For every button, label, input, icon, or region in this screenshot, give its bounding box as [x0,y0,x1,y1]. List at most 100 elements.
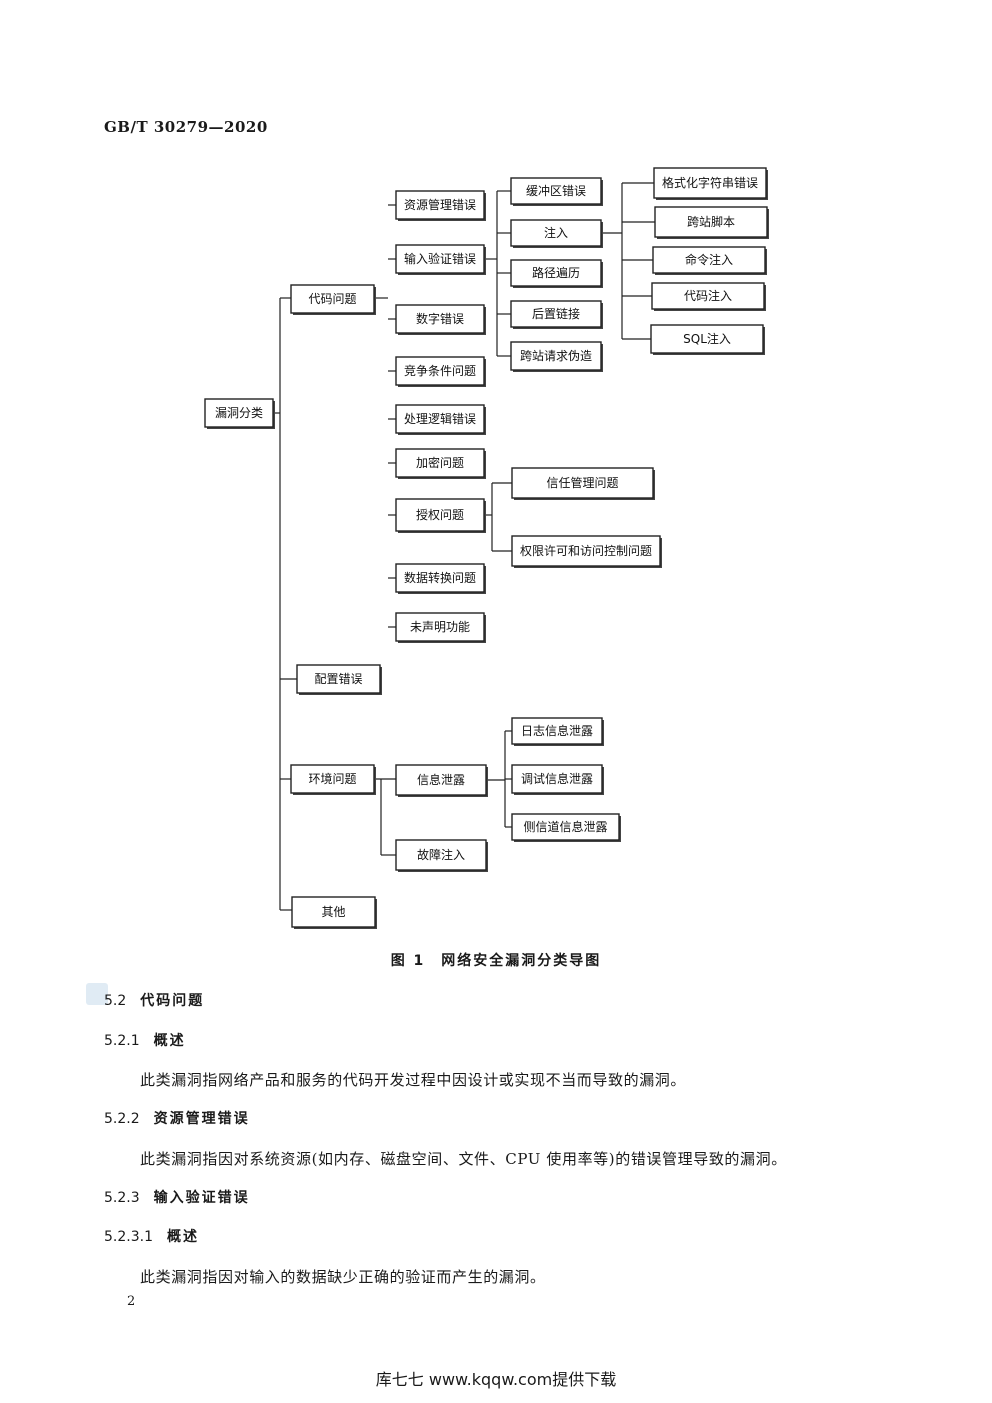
node-conv: 数据转换问题 [395,563,486,594]
node-box [395,563,485,593]
node-box [651,282,765,310]
node-box [652,246,766,274]
node-trust: 信任管理问题 [511,467,655,500]
section-heading-5-2-1: 5.2.1 概述 [104,1030,186,1050]
node-root: 漏洞分类 [204,398,275,429]
node-label: 其他 [321,905,345,919]
node-label: SQL注入 [683,331,731,346]
node-label: 输入验证错误 [404,251,476,266]
node-box [511,535,661,567]
paragraph-5-2-2: 此类漏洞指因对系统资源(如内存、磁盘空间、文件、CPU 使用率等)的错误管理导致… [140,1150,787,1168]
node-label: 处理逻辑错误 [404,412,476,426]
section-number: 5.2 [104,993,127,1009]
node-race: 竞争条件问题 [395,356,486,387]
node-box [290,284,375,314]
node-crypto: 加密问题 [395,448,486,479]
node-num: 数字错误 [395,304,486,335]
node-box [654,206,768,238]
paragraph-5-2-1: 此类漏洞指网络产品和服务的代码开发过程中因设计或实现不当而导致的漏洞。 [140,1071,687,1089]
download-footer: 库七七 www.kqqw.com提供下载 [375,1370,617,1389]
node-box [291,896,376,928]
node-box [395,190,485,220]
node-box [204,398,274,428]
node-codeinj: 代码注入 [651,282,766,311]
node-label: 权限许可和访问控制问题 [520,544,652,558]
node-box [511,717,603,745]
node-label: 资源管理错误 [404,197,476,212]
node-label: 数字错误 [416,311,464,326]
node-env: 环境问题 [290,764,376,795]
node-box [510,177,602,205]
node-inject: 注入 [510,219,603,248]
node-sql: SQL注入 [650,324,765,355]
diagram-connectors [273,182,655,911]
watermark-logo [86,983,108,1005]
node-label: 格式化字符串错误 [662,175,758,190]
node-label: 跨站请求伪造 [520,349,592,363]
node-label: 数据转换问题 [404,570,476,585]
figure-caption: 图 1 网络安全漏洞分类导图 [390,953,602,969]
node-leak: 信息泄露 [395,764,488,797]
node-label: 漏洞分类 [215,406,263,420]
node-box [650,324,764,354]
node-box [511,467,654,499]
paragraph-5-2-3-1: 此类漏洞指因对输入的数据缺少正确的验证而产生的漏洞。 [140,1268,546,1286]
node-label: 授权问题 [416,507,464,522]
node-label: 后置链接 [532,306,580,321]
node-logic: 处理逻辑错误 [395,404,486,435]
node-code: 代码问题 [290,284,376,315]
node-fmt: 格式化字符串错误 [653,167,768,200]
section-title: 概述 [153,1033,186,1049]
node-label: 代码问题 [308,292,356,306]
node-cmd: 命令注入 [652,246,767,275]
node-label: 加密问题 [416,455,464,470]
section-number: 5.2.2 [104,1111,140,1127]
node-box [395,839,487,871]
node-log: 日志信息泄露 [511,717,604,746]
node-path: 路径遍历 [510,259,603,288]
node-csrf: 跨站请求伪造 [510,341,603,372]
node-label: 调试信息泄露 [521,771,593,786]
document-header: GB/T 30279—2020 [104,118,268,136]
node-box [653,167,767,199]
node-box [296,664,381,694]
node-box [290,764,375,794]
node-label: 侧信道信息泄露 [523,819,607,834]
node-res: 资源管理错误 [395,190,486,221]
node-xss: 跨站脚本 [654,206,769,239]
section-heading-5-2: 5.2 代码问题 [104,990,204,1010]
section-title: 代码问题 [140,993,205,1009]
node-label: 竞争条件问题 [404,364,476,378]
node-box [510,219,602,247]
node-label: 缓冲区错误 [526,183,586,198]
node-fault: 故障注入 [395,839,488,872]
node-box [395,612,485,642]
node-side: 侧信道信息泄露 [511,813,621,842]
node-other: 其他 [291,896,377,929]
node-label: 日志信息泄露 [521,723,593,738]
node-config: 配置错误 [296,664,382,695]
node-label: 配置错误 [314,672,362,686]
section-title: 概述 [166,1229,199,1245]
node-label: 信息泄露 [417,772,465,787]
node-input: 输入验证错误 [395,244,486,275]
section-heading-5-2-3-1: 5.2.3.1 概述 [104,1226,199,1246]
section-number: 5.2.3 [104,1190,140,1206]
node-box [395,304,485,334]
section-title: 输入验证错误 [153,1190,250,1206]
node-label: 路径遍历 [532,265,580,280]
node-link: 后置链接 [510,300,603,329]
node-label: 信任管理问题 [546,475,618,490]
section-number: 5.2.1 [104,1033,140,1049]
node-box [395,356,485,386]
node-undecl: 未声明功能 [395,612,486,643]
section-heading-5-2-2: 5.2.2 资源管理错误 [104,1108,250,1128]
node-label: 故障注入 [417,847,465,862]
node-auth: 授权问题 [395,498,486,533]
node-label: 未声明功能 [410,620,470,634]
node-label: 命令注入 [685,252,733,267]
node-box [510,300,602,328]
section-title: 资源管理错误 [153,1111,250,1127]
section-number: 5.2.3.1 [104,1229,153,1245]
